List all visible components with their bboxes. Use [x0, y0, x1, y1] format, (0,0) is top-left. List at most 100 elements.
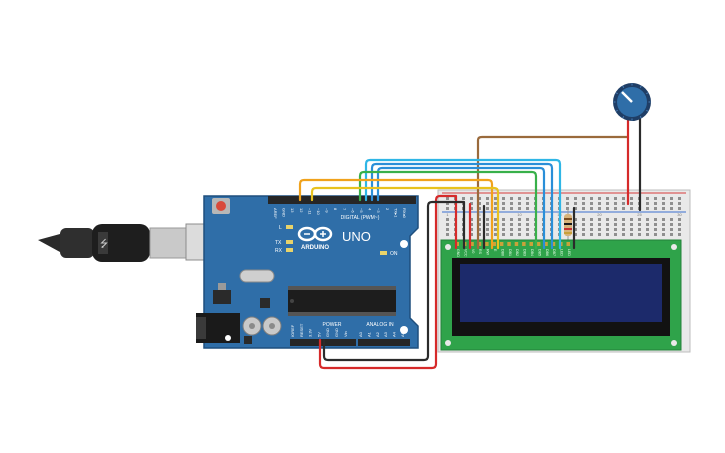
- digital-pin-label: 12: [299, 208, 304, 213]
- usb-cable-tail: [38, 234, 66, 252]
- breadboard-column-number: 30: [677, 212, 682, 217]
- digital-pin-label: 13: [290, 208, 295, 213]
- usb-cable-strain: [60, 228, 94, 258]
- digital-pin-label: ~3: [376, 208, 381, 213]
- power-label: POWER: [323, 322, 342, 328]
- wire-brown: [476, 135, 630, 250]
- lcd-pin: [470, 242, 474, 246]
- lcd-pin-label: DB5: [537, 249, 541, 256]
- digital-label: DIGITAL (PWM~): [341, 215, 380, 221]
- reset-button-cap[interactable]: [216, 201, 226, 211]
- digital-pin-label: 8: [333, 208, 338, 211]
- lcd-pin: [544, 242, 548, 246]
- digital-pin-label: TX▸1: [393, 208, 398, 218]
- breadboard-column-number: 5: [478, 212, 481, 217]
- lcd-pin-label: RS: [478, 249, 482, 255]
- wire-yellow: [310, 186, 500, 250]
- small-ic: [260, 298, 270, 308]
- lcd-pin: [507, 242, 511, 246]
- lcd-pin-label: DB6: [545, 249, 549, 256]
- analog-pin-label: A5: [400, 331, 405, 337]
- arduino-logo-icon: [297, 226, 333, 242]
- led-tx: [286, 240, 293, 244]
- power-pin-label: GND: [325, 328, 330, 337]
- led-on-label: ON: [390, 251, 398, 257]
- arduino-brand: ARDUINO: [301, 245, 329, 251]
- lcd-pin: [455, 242, 459, 246]
- resistor[interactable]: [564, 208, 572, 244]
- wire-blue-2: [376, 166, 546, 250]
- wire-green: [358, 170, 538, 250]
- usb-icon: ⭍: [100, 238, 108, 250]
- lcd-pin: [492, 242, 496, 246]
- lcd-pin-label: GND: [456, 249, 460, 257]
- crystal-oscillator: [239, 269, 275, 283]
- analog-header: [358, 339, 410, 346]
- analog-pin-label: A2: [375, 331, 380, 337]
- potentiometer-indicator: [621, 91, 633, 103]
- wire-blue: [370, 162, 554, 250]
- breadboard-column-number: 20: [597, 212, 602, 217]
- usb-cable[interactable]: ⭍: [38, 223, 233, 262]
- lcd-pin: [514, 242, 519, 246]
- wires: [298, 116, 642, 370]
- analog-pin-label: A3: [383, 331, 388, 337]
- led-l-label: L: [279, 225, 282, 231]
- lcd-pin: [536, 242, 541, 246]
- lcd-pin-label: E: [493, 249, 497, 252]
- arduino-model: UNO: [342, 229, 371, 244]
- digital-pin-label: ~6: [350, 208, 355, 213]
- breadboard-column-number: 25: [637, 212, 642, 217]
- digital-pin-label: 7: [342, 208, 347, 211]
- digital-pin-label: 4: [368, 208, 373, 211]
- lcd-pin: [477, 242, 482, 246]
- lcd-pin: [485, 242, 489, 246]
- lcd-pin-label: VCC: [463, 249, 467, 257]
- lcd-screen: [460, 264, 662, 322]
- lcd-pin-label: DB7: [552, 249, 556, 256]
- analog-label: ANALOG IN: [366, 322, 394, 328]
- breadboard-column-number: 1: [446, 212, 449, 217]
- led-tx-label: TX: [275, 240, 282, 246]
- potentiometer[interactable]: [613, 83, 651, 121]
- led-on: [380, 251, 387, 255]
- atmega-chip: [288, 290, 396, 312]
- power-pin-label: 3.3V: [308, 328, 313, 337]
- analog-pin-label: A0: [358, 331, 363, 337]
- digital-pin-label: 2: [385, 208, 390, 211]
- lcd-pin: [522, 242, 526, 246]
- lcd-pin-label: V0: [471, 249, 475, 253]
- lcd-pin-label: LED: [560, 249, 564, 256]
- lcd-pin: [566, 242, 570, 246]
- lcd-pin-label: DB4: [530, 249, 534, 256]
- digital-pin-label: ~9: [325, 208, 330, 213]
- led-l: [286, 225, 293, 229]
- digital-pin-label: ~10: [316, 208, 321, 216]
- lcd-pin: [499, 242, 504, 246]
- power-pin-label: GND: [334, 328, 339, 337]
- breadboard-column-number: 10: [517, 212, 522, 217]
- digital-pin-label: ~11: [307, 208, 312, 215]
- led-rx: [286, 248, 293, 252]
- digital-pin-label: RX◂0: [402, 208, 407, 219]
- lcd-pin: [529, 242, 533, 246]
- lcd-pin-label: DB0: [500, 249, 504, 256]
- digital-header: [268, 196, 416, 204]
- lcd-pin-label: RW: [486, 249, 490, 256]
- wire-red-5v: [318, 194, 458, 370]
- power-pin-label: RESET: [299, 323, 304, 337]
- lcd-pin: [551, 242, 556, 246]
- lcd-pin-label: DB1: [508, 249, 512, 256]
- digital-pin-label: AREF: [273, 208, 278, 219]
- usb-plug-metal: [149, 227, 187, 259]
- lcd-pin-label: DB2: [515, 249, 519, 256]
- wire-orange: [298, 178, 494, 250]
- analog-pin-label: A4: [392, 331, 397, 337]
